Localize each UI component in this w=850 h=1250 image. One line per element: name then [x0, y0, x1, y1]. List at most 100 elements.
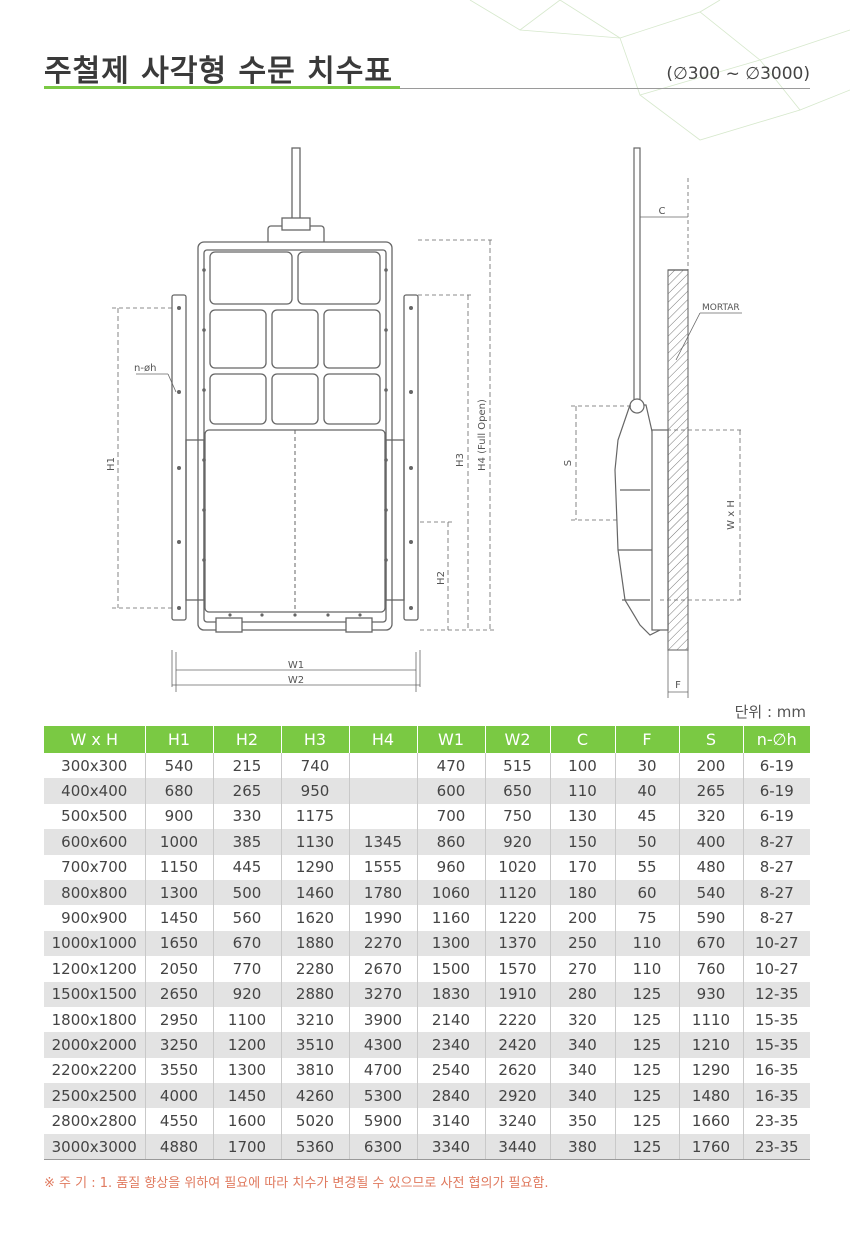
label-h1: H1: [106, 457, 117, 471]
table-cell: 3900: [349, 1006, 418, 1033]
table-cell: 445: [213, 854, 282, 880]
table-cell: 340: [550, 1083, 616, 1109]
table-cell: 2200x2200: [44, 1057, 146, 1084]
table-cell: 6-19: [759, 807, 794, 826]
header-divider: [44, 88, 810, 89]
table-cell: 125: [615, 981, 680, 1007]
table-cell: 3210: [281, 1006, 350, 1033]
table-cell: 3000x3000: [44, 1133, 146, 1161]
table-cell: 8-27: [759, 858, 794, 877]
table-cell: 1910: [485, 981, 551, 1007]
table-cell: 4880: [145, 1133, 214, 1161]
table-cell: 1450: [213, 1083, 282, 1109]
bolt-marks: [177, 268, 413, 617]
table-cell: 2140: [417, 1006, 486, 1033]
table-cell: 3810: [281, 1057, 350, 1084]
table-cell: 2670: [349, 956, 418, 982]
table-cell: 920: [485, 829, 551, 855]
table-cell: 330: [213, 803, 282, 830]
table-cell: 4300: [349, 1032, 418, 1058]
label-wxh: W x H: [726, 500, 737, 530]
column-header: H1: [145, 726, 214, 753]
table-cell: 1345: [349, 829, 418, 855]
table-cell: 900: [145, 803, 214, 830]
table-cell: 3340: [417, 1133, 486, 1161]
page-title: 주철제 사각형 수문 치수표: [44, 54, 393, 89]
table-cell: [349, 753, 418, 779]
unit-label: 단위 : mm: [734, 703, 806, 721]
table-cell: 900x900: [44, 905, 146, 931]
table-cell: 1290: [679, 1057, 744, 1084]
table-cell: 16-35: [754, 1061, 799, 1080]
table-cell: 4550: [145, 1108, 214, 1134]
table-cell: 125: [615, 1057, 680, 1084]
table-cell: 540: [145, 753, 214, 779]
table-cell: 10-27: [754, 959, 799, 978]
table-cell: 3240: [485, 1108, 551, 1134]
table-cell: 180: [550, 879, 616, 906]
table-cell: 15-35: [754, 1010, 799, 1029]
table-cell: 16-35: [743, 1083, 810, 1109]
table-cell: 340: [550, 1057, 616, 1084]
table-cell: 50: [615, 829, 680, 855]
label-n-oh: n-øh: [134, 363, 156, 374]
column-header: W2: [485, 726, 551, 753]
table-cell: 1000x1000: [44, 930, 146, 957]
table-cell: 740: [281, 753, 350, 779]
table-cell: 270: [550, 956, 616, 982]
table-cell: 1175: [281, 803, 350, 830]
table-cell: 590: [679, 905, 744, 931]
table-cell: 1500: [417, 956, 486, 982]
table-cell: 1450: [145, 905, 214, 931]
table-cell: 3270: [349, 981, 418, 1007]
table-cell: 45: [615, 803, 680, 830]
table-cell: 2280: [281, 956, 350, 982]
table-cell: 930: [679, 981, 744, 1007]
table-cell: 6-19: [743, 778, 810, 804]
table-cell: 110: [615, 930, 680, 957]
table-cell: 2340: [417, 1032, 486, 1058]
table-cell: 1160: [417, 905, 486, 931]
column-header: H2: [213, 726, 282, 753]
table-cell: 2920: [485, 1083, 551, 1109]
table-cell: 1500x1500: [44, 981, 146, 1007]
label-w2: W2: [288, 675, 304, 686]
table-cell: 2650: [145, 981, 214, 1007]
table-cell: 3550: [145, 1057, 214, 1084]
column-header: H4: [349, 726, 418, 753]
column-header: F: [615, 726, 680, 753]
table-cell: 1000: [145, 829, 214, 855]
table-cell: 3250: [145, 1032, 214, 1058]
table-cell: 960: [417, 854, 486, 880]
page-header: 주철제 사각형 수문 치수표 (∅300 ~ ∅3000): [44, 40, 810, 92]
table-cell: 200: [679, 753, 744, 779]
table-cell: 1880: [281, 930, 350, 957]
table-cell: 4000: [145, 1083, 214, 1109]
table-cell: 1150: [145, 854, 214, 880]
table-cell: 2620: [485, 1057, 551, 1084]
table-cell: 750: [485, 803, 551, 830]
table-cell: 125: [615, 1083, 680, 1109]
side-dimensions: [571, 178, 744, 698]
table-cell: 100: [550, 753, 616, 779]
column-header: H3: [281, 726, 350, 753]
table-cell: 1100: [213, 1006, 282, 1033]
table-cell: 1650: [145, 930, 214, 957]
table-cell: 380: [550, 1133, 616, 1161]
table-cell: 670: [679, 930, 744, 957]
table-cell: [349, 778, 418, 804]
table-cell: 760: [679, 956, 744, 982]
table-cell: 680: [145, 778, 214, 804]
table-cell: 480: [679, 854, 744, 880]
table-cell: 1620: [281, 905, 350, 931]
table-cell: 5360: [281, 1133, 350, 1161]
table-cell: 700x700: [44, 854, 146, 880]
table-cell: 350: [550, 1108, 616, 1134]
table-cell: 8-27: [743, 829, 810, 855]
table-cell: 1300: [145, 879, 214, 906]
